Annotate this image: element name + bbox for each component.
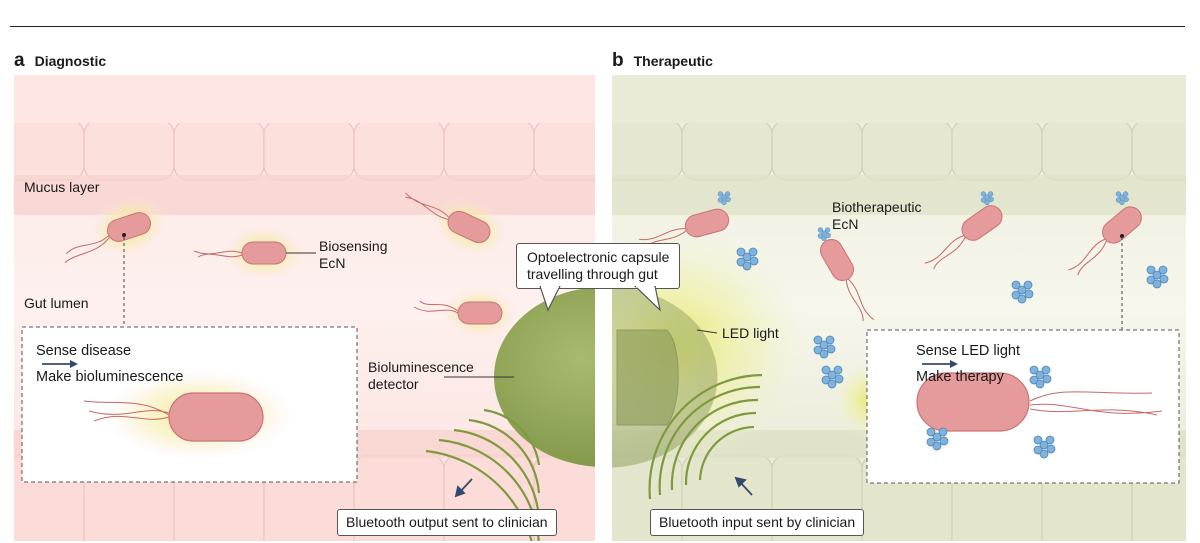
panel-b-letter: b [612, 50, 624, 71]
bacterium [193, 225, 306, 281]
led-light-label: LED light [722, 325, 779, 341]
bluetooth-output-box: Bluetooth output sent to clinician [337, 509, 557, 536]
sense-disease-text: Sense disease [36, 343, 132, 359]
right-arrow-icon [922, 360, 958, 368]
bluetooth-input-box: Bluetooth input sent by clinician [650, 509, 865, 536]
callout-pointers [539, 286, 661, 312]
therapeutic-illustration [612, 75, 1186, 541]
capsule-callout: Optoelectronic capsule travelling throug… [516, 243, 681, 289]
bacterium [405, 192, 508, 258]
right-arrow-icon [42, 360, 78, 368]
bacterium [924, 205, 1003, 270]
sense-led-text: Sense LED light [916, 343, 1020, 359]
mucus-layer-label: Mucus layer [24, 179, 100, 195]
panel-a-letter: a [14, 50, 25, 71]
inset-b-flow: Sense LED light Make therapy [916, 343, 1020, 385]
bacterium [1068, 206, 1142, 276]
epithelium-top [14, 119, 595, 181]
biosensing-ecn-label: Biosensing EcN [319, 238, 388, 271]
bacterium [820, 238, 875, 322]
outgoing-arrow [454, 478, 473, 498]
diagnostic-illustration [14, 75, 595, 541]
panel-a-header: a Diagnostic [14, 50, 106, 72]
bacterium [413, 287, 518, 339]
top-rule [10, 26, 1185, 27]
incoming-arrow [734, 476, 753, 496]
bioluminescence-detector-label: Bioluminescence detector [368, 359, 474, 392]
diagnostic-panel: Mucus layer Gut lumen Biosensing EcN Bio… [14, 75, 595, 541]
inset-a-flow: Sense disease Make bioluminescence [36, 343, 184, 385]
panel-b-header: b Therapeutic [612, 50, 713, 72]
capsule-half-left [494, 287, 595, 467]
panel-a-title: Diagnostic [34, 53, 107, 69]
therapeutic-panel: Biotherapeutic EcN LED light Sense LED l… [612, 75, 1186, 541]
biotherapeutic-ecn-label: Biotherapeutic EcN [832, 199, 922, 232]
make-bioluminescence-text: Make bioluminescence [36, 369, 184, 385]
bacterium [64, 195, 169, 263]
epithelium-top [612, 119, 1186, 181]
bacterium [638, 208, 730, 249]
panel-b-title: Therapeutic [633, 53, 713, 69]
make-therapy-text: Make therapy [916, 369, 1004, 385]
bluetooth-waves-b [648, 373, 763, 500]
gut-lumen-label: Gut lumen [24, 295, 89, 311]
